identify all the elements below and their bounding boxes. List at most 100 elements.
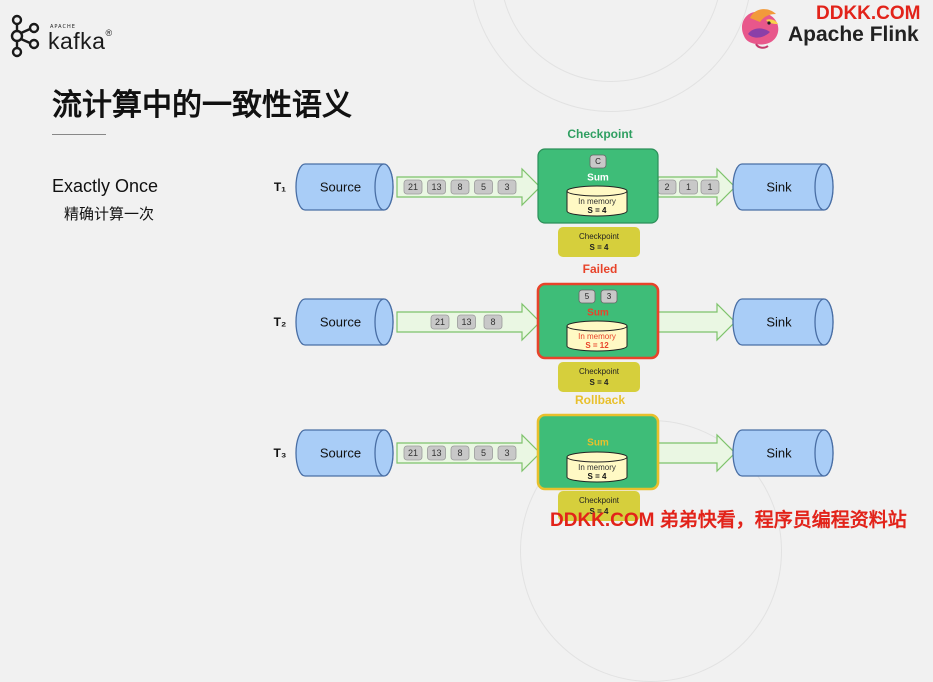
memory-cylinder-body — [566, 326, 628, 352]
in-token-value: 21 — [435, 317, 445, 327]
source-cylinder-label: Source — [320, 314, 361, 329]
time-label: T₁ — [274, 180, 286, 194]
operator-label: Sum — [587, 308, 609, 319]
out-token — [679, 179, 698, 195]
memory-label: In memory — [578, 463, 616, 472]
checkpoint-badge-label: Checkpoint — [579, 496, 620, 505]
memory-cylinder-body — [566, 191, 628, 217]
in-token — [403, 445, 423, 461]
in-token — [497, 179, 517, 195]
output-stream-arrow — [657, 433, 736, 473]
checkpoint-badge-value: S = 4 — [590, 243, 609, 252]
in-token-value: 5 — [481, 448, 486, 458]
in-token-value: 13 — [431, 182, 441, 192]
time-label: T₂ — [274, 315, 287, 329]
operator-token — [600, 289, 618, 304]
memory-label: In memory — [578, 332, 616, 341]
memory-value: S = 4 — [588, 206, 607, 215]
kafka-logo: APACHE kafka® — [8, 10, 118, 60]
semantic-mode-subtitle: 精确计算一次 — [64, 205, 155, 223]
checkpoint-badge — [558, 362, 640, 392]
memory-cylinder-top — [566, 185, 628, 197]
sink-cylinder-label: Sink — [766, 445, 792, 460]
out-token-value: 1 — [686, 182, 691, 192]
cylinder-end-icon — [814, 163, 834, 211]
in-token-value: 8 — [490, 317, 495, 327]
status-label: Checkpoint — [567, 127, 632, 141]
kafka-apache-label: APACHE — [50, 24, 76, 30]
operator-token-value: 3 — [607, 292, 612, 301]
source-cylinder: Source — [295, 298, 394, 346]
source-cylinder: Source — [295, 429, 394, 477]
sink-cylinder: Sink — [732, 298, 834, 346]
semantic-mode-title: Exactly Once — [52, 176, 159, 196]
cylinder-end-icon — [374, 429, 394, 477]
in-token-value: 13 — [431, 448, 441, 458]
page-title: 流计算中的一致性语义 — [52, 88, 352, 123]
in-token-value: 13 — [461, 317, 471, 327]
in-token — [474, 445, 493, 461]
in-token — [483, 314, 503, 330]
operator-label: Sum — [587, 438, 609, 449]
status-label: Failed — [583, 262, 618, 276]
watermark-bottom: DDKK.COM 弟弟快看，程序员编程资料站 — [550, 510, 907, 531]
memory-cylinder-top — [566, 320, 628, 332]
in-token — [427, 179, 446, 195]
sink-cylinder-label: Sink — [766, 314, 792, 329]
cylinder-end-icon — [374, 163, 394, 211]
in-token — [474, 179, 493, 195]
kafka-brand-name: kafka® — [48, 28, 113, 54]
source-cylinder: Source — [295, 163, 394, 211]
memory-label: In memory — [578, 197, 616, 206]
checkpoint-badge-value: S = 4 — [590, 378, 609, 387]
memory-value: S = 12 — [585, 341, 609, 350]
cylinder-end-icon — [814, 298, 834, 346]
sink-cylinder: Sink — [732, 163, 834, 211]
time-label: T₃ — [274, 446, 287, 460]
checkpoint-badge — [558, 227, 640, 257]
flink-squirrel-icon — [741, 9, 779, 49]
in-token-value: 3 — [504, 182, 509, 192]
in-token — [427, 445, 446, 461]
in-token-value: 8 — [457, 182, 462, 192]
operator-token — [589, 154, 607, 169]
in-token-value: 8 — [457, 448, 462, 458]
in-token-value: 3 — [504, 448, 509, 458]
operator-token — [578, 289, 596, 304]
status-label: Rollback — [575, 393, 625, 407]
watermark-top: DDKK.COM — [816, 3, 921, 24]
output-stream-arrow — [657, 302, 736, 342]
in-token — [450, 445, 470, 461]
out-token-value: 1 — [707, 182, 712, 192]
in-token — [430, 314, 450, 330]
operator-label: Sum — [587, 173, 609, 184]
operator-token-value: 5 — [585, 292, 590, 301]
checkpoint-badge-label: Checkpoint — [579, 232, 620, 241]
sink-cylinder-label: Sink — [766, 179, 792, 194]
in-token-value: 21 — [408, 182, 418, 192]
source-cylinder-label: Source — [320, 445, 361, 460]
in-token — [403, 179, 423, 195]
source-cylinder-label: Source — [320, 179, 361, 194]
flink-brand-name: Apache Flink — [788, 23, 919, 46]
in-token — [450, 179, 470, 195]
cylinder-end-icon — [374, 298, 394, 346]
checkpoint-badge-value: S = 4 — [590, 507, 609, 516]
memory-value: S = 4 — [588, 472, 607, 481]
kafka-logo-icon — [10, 14, 40, 58]
title-divider — [52, 134, 106, 135]
checkpoint-badge — [558, 491, 640, 521]
in-token-value: 5 — [481, 182, 486, 192]
memory-cylinder-body — [566, 457, 628, 483]
checkpoint-badge-label: Checkpoint — [579, 367, 620, 376]
cylinder-end-icon — [814, 429, 834, 477]
out-token-value: 2 — [664, 182, 669, 192]
in-token — [497, 445, 517, 461]
in-token-value: 21 — [408, 448, 418, 458]
memory-cylinder-top — [566, 451, 628, 463]
operator-token-value: C — [595, 157, 601, 166]
